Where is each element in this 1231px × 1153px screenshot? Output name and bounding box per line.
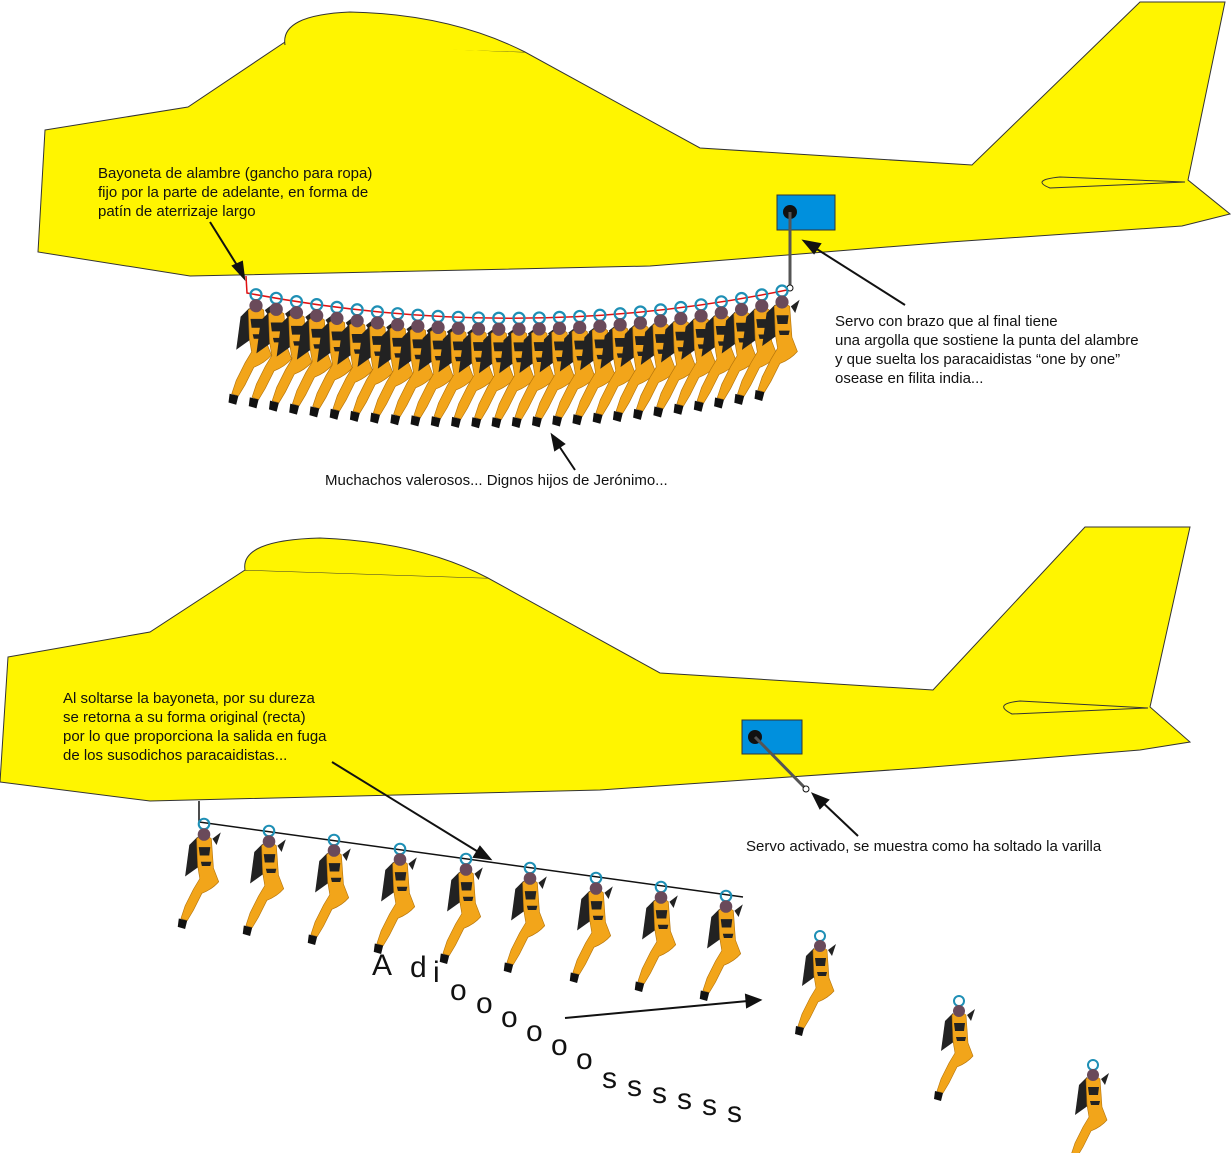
- note-servo-active: Servo activado, se muestra como ha solta…: [746, 838, 1102, 855]
- paratrooper: [502, 861, 548, 975]
- arrows: [209, 221, 906, 1019]
- paratrooper: [176, 817, 222, 931]
- plane-top: [37, 1, 1231, 430]
- adios-letter: o: [576, 1043, 593, 1076]
- adios-letter: s: [702, 1089, 717, 1122]
- paratrooper: [933, 995, 976, 1102]
- paratrooper: [438, 852, 484, 966]
- note-release: Al soltarse la bayoneta, por su dureza s…: [63, 690, 327, 764]
- adios-letter: A: [372, 949, 392, 982]
- fuselage: [37, 1, 1231, 277]
- canopy: [284, 11, 526, 53]
- note-brave: Muchachos valerosos... Dignos hijos de J…: [325, 472, 668, 489]
- adios-letter: o: [526, 1015, 543, 1048]
- adios-letter: s: [602, 1062, 617, 1095]
- paratrooper: [794, 930, 837, 1037]
- adios-letter: o: [450, 974, 467, 1007]
- note-bayonet: Bayoneta de alambre (gancho para ropa) f…: [98, 165, 373, 220]
- paratrooper: [306, 833, 352, 947]
- adios-letter: s: [677, 1083, 692, 1116]
- canopy: [244, 537, 489, 579]
- adios-letter: s: [652, 1077, 667, 1110]
- bayonet-wire: [245, 275, 788, 319]
- paratrooper: [241, 824, 287, 938]
- stabilizer: [1003, 700, 1149, 715]
- adios-letter: o: [501, 1001, 518, 1034]
- note-servo: Servo con brazo que al final tiene una a…: [835, 313, 1139, 387]
- stabilizer: [1041, 176, 1186, 189]
- adios-letter: s: [627, 1070, 642, 1103]
- trooper-row-top: [227, 284, 801, 430]
- servo-arm: [753, 735, 808, 791]
- paratrooper: [227, 288, 275, 406]
- paratrooper: [568, 871, 614, 985]
- plane-bottom: [0, 526, 1192, 1153]
- adios-letter: o: [476, 987, 493, 1020]
- adios-letter: i: [433, 956, 440, 989]
- adios-letter: s: [727, 1096, 742, 1129]
- trooper-row-bottom: [176, 817, 1110, 1153]
- adios-letter: o: [551, 1029, 568, 1062]
- paratrooper: [1067, 1059, 1110, 1153]
- adios-letter: d: [410, 951, 427, 984]
- paratrooper: [633, 880, 679, 994]
- paratrooper: [372, 842, 418, 956]
- paratrooper: [698, 889, 744, 1003]
